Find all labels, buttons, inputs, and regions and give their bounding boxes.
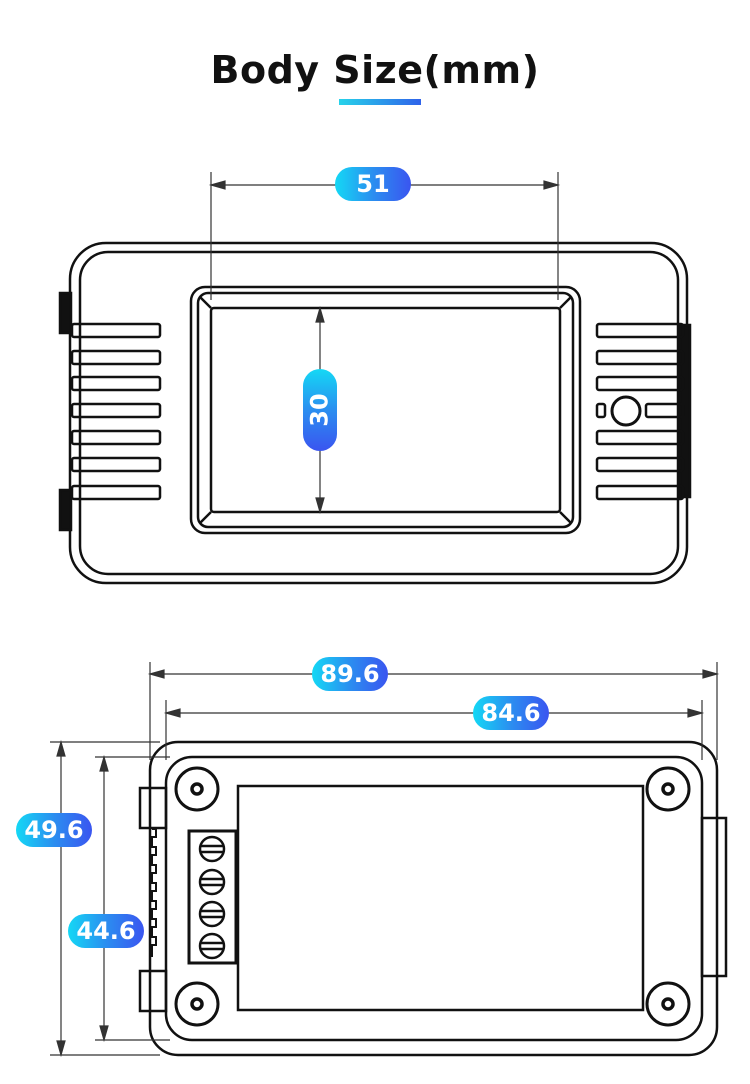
left-latch-bottom <box>58 488 73 532</box>
side-display-area <box>236 784 645 1012</box>
front-dimensions <box>208 172 561 515</box>
indicator-led <box>610 395 642 427</box>
dimension-badge-display-height-label: 30 <box>306 393 334 427</box>
left-latch-top <box>58 291 73 335</box>
mount-holes <box>174 766 691 1027</box>
display-bezel-outer <box>189 285 582 535</box>
right-tab <box>700 816 728 978</box>
right-vents <box>595 322 685 501</box>
dimension-badge-body-width: 84.6 <box>473 696 549 730</box>
display-window <box>209 306 562 514</box>
terminal-screws <box>198 835 226 960</box>
front-view <box>58 241 692 585</box>
side-body-inner <box>164 755 704 1042</box>
page-title: Body Size(mm) <box>210 48 540 92</box>
dimension-badge-body-height: 44.6 <box>68 914 144 948</box>
side-dimensions <box>50 662 720 1058</box>
dimension-badge-display-height: 30 <box>303 369 337 451</box>
dimension-badge-display-width: 51 <box>335 167 411 201</box>
terminal-block <box>187 829 238 965</box>
display-bezel-inner <box>196 291 575 529</box>
right-side-strip <box>678 323 692 499</box>
dimension-badge-overall-height: 49.6 <box>16 813 92 847</box>
side-view <box>138 740 728 1057</box>
front-body-inner <box>78 250 680 576</box>
side-body-outer <box>148 740 719 1057</box>
left-vents <box>70 322 162 501</box>
dimension-badge-overall-width: 89.6 <box>312 657 388 691</box>
title-underline <box>339 99 421 105</box>
left-clip-top <box>138 786 168 830</box>
left-clip-bottom <box>138 969 168 1013</box>
